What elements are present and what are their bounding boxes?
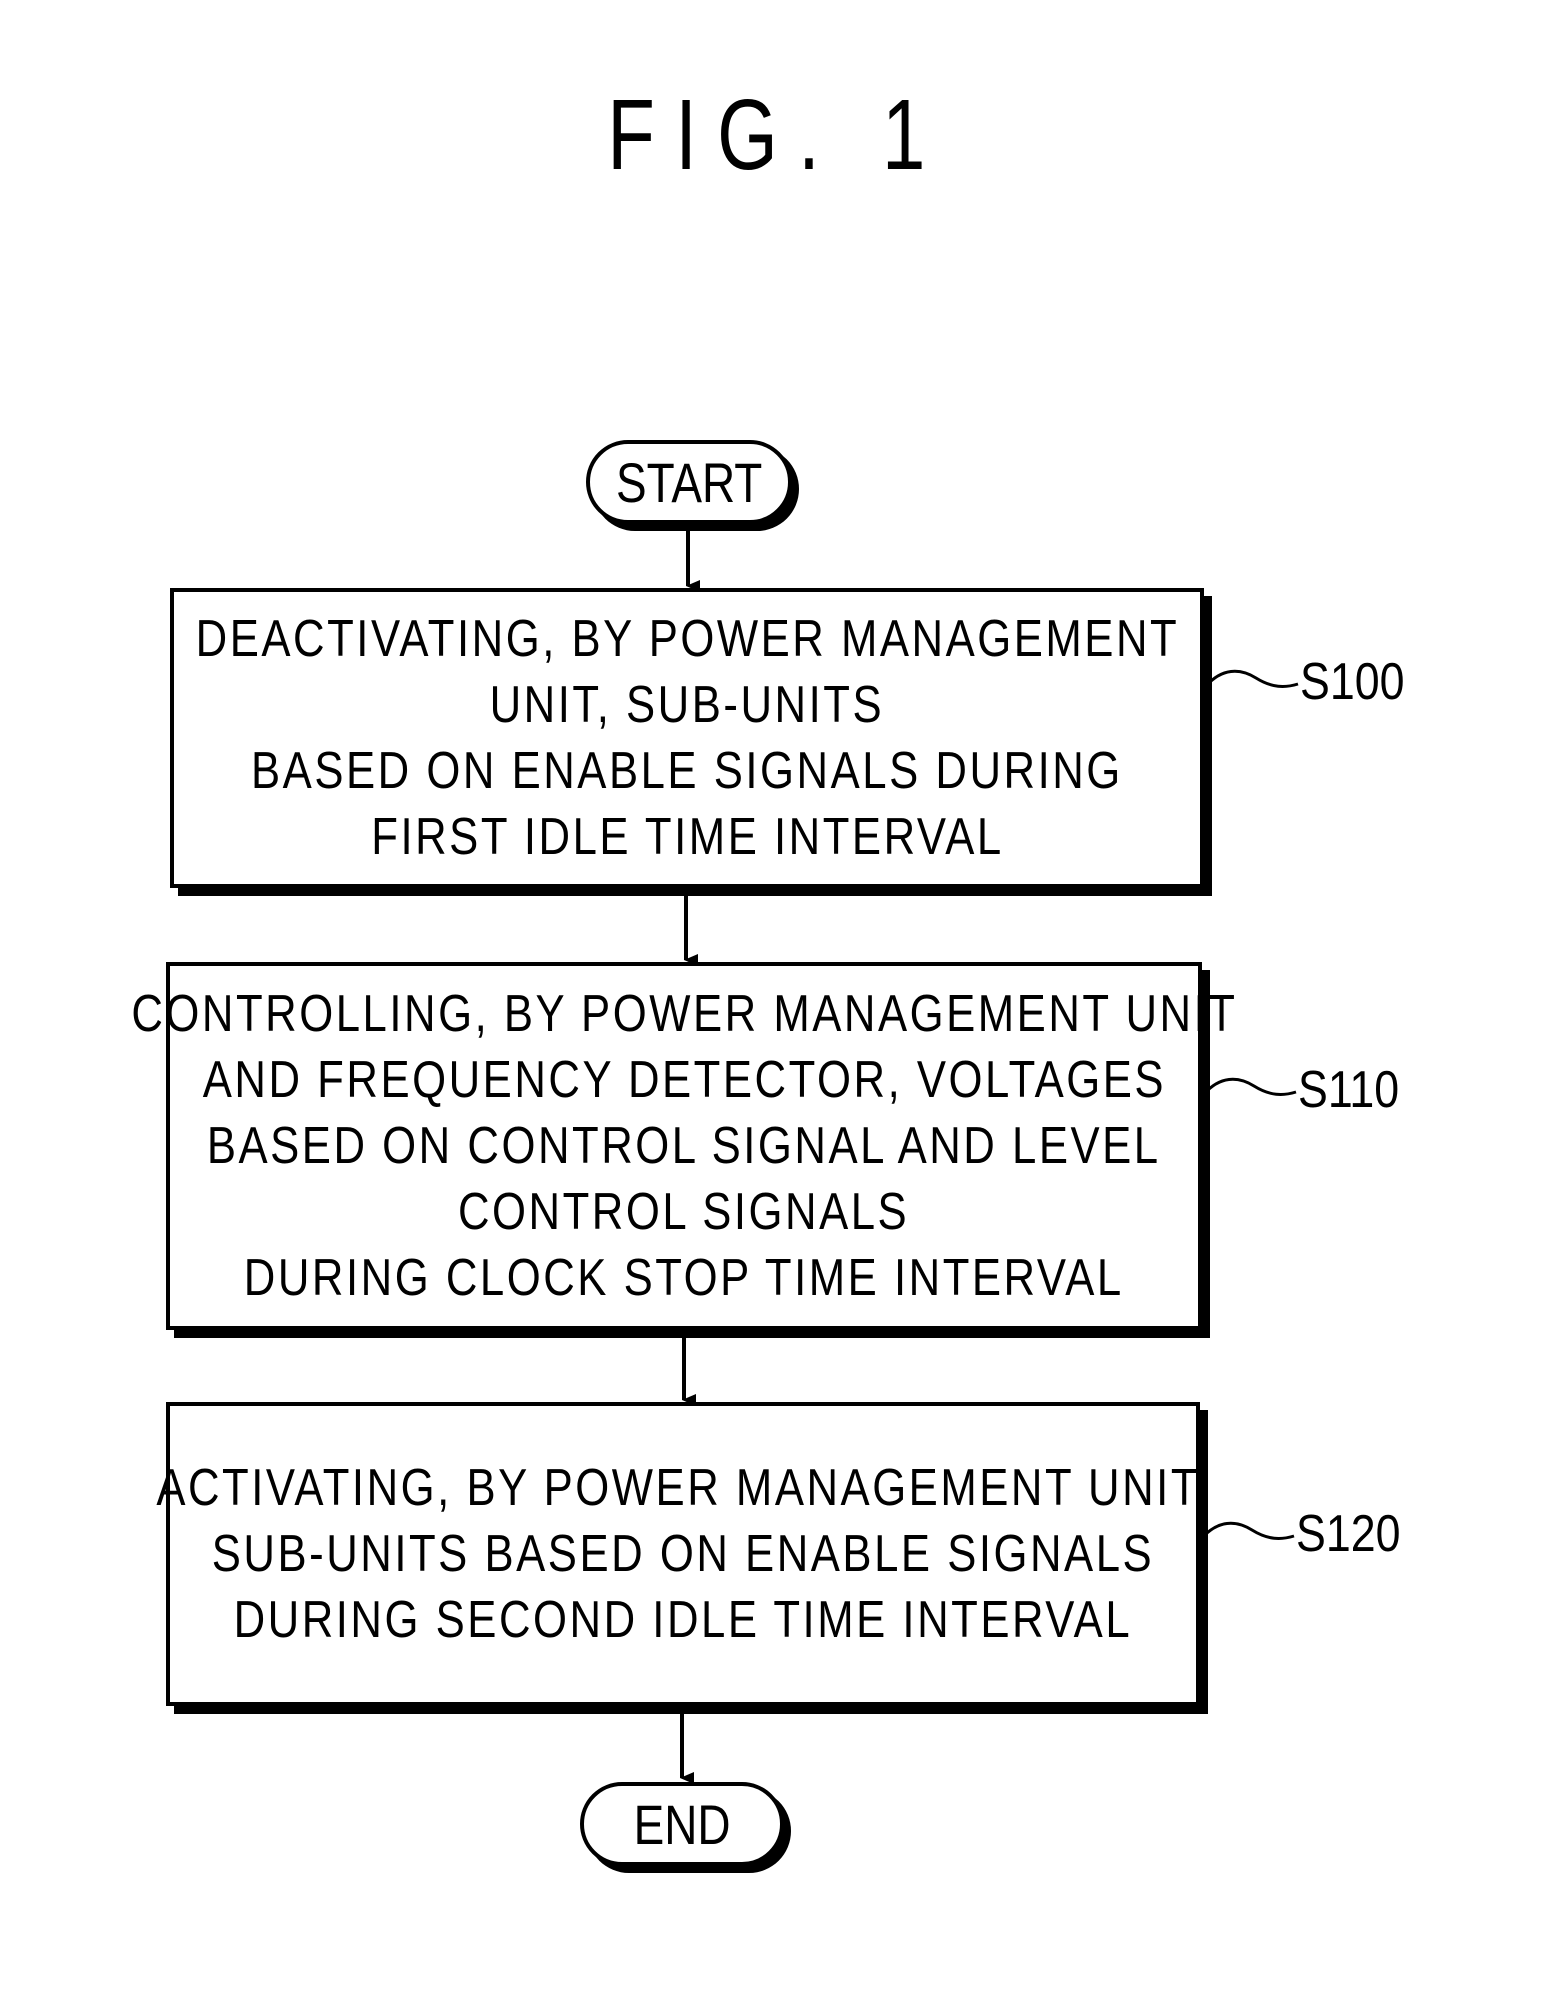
step-s120-line: DURING SECOND IDLE TIME INTERVAL: [234, 1587, 1133, 1653]
start-terminal: START: [586, 440, 792, 524]
leader-s120: [1202, 1523, 1294, 1538]
step-ref-s110: S110: [1298, 1060, 1399, 1120]
step-s110-line: AND FREQUENCY DETECTOR, VOLTAGES: [202, 1047, 1165, 1113]
leader-s110: [1204, 1079, 1296, 1094]
start-label: START: [616, 450, 762, 515]
leader-s100: [1206, 671, 1298, 686]
step-ref-s120: S120: [1296, 1504, 1400, 1564]
step-s100-line: BASED ON ENABLE SIGNALS DURING: [251, 738, 1123, 804]
step-s100-line: DEACTIVATING, BY POWER MANAGEMENT: [195, 606, 1179, 672]
step-box-s100: DEACTIVATING, BY POWER MANAGEMENT UNIT, …: [170, 588, 1204, 888]
step-s110-line: CONTROLLING, BY POWER MANAGEMENT UNIT: [131, 981, 1237, 1047]
end-label: END: [634, 1792, 731, 1857]
step-s120-line: SUB-UNITS BASED ON ENABLE SIGNALS: [212, 1521, 1154, 1587]
step-s110-line: CONTROL SIGNALS: [458, 1179, 909, 1245]
step-s110-line: DURING CLOCK STOP TIME INTERVAL: [244, 1245, 1124, 1311]
end-terminal: END: [580, 1782, 784, 1866]
step-s120-line: ACTIVATING, BY POWER MANAGEMENT UNIT,: [156, 1455, 1210, 1521]
step-s110-line: BASED ON CONTROL SIGNAL AND LEVEL: [207, 1113, 1161, 1179]
figure-title: FIG. 1: [171, 78, 1382, 193]
step-box-s110: CONTROLLING, BY POWER MANAGEMENT UNIT AN…: [166, 962, 1202, 1330]
step-s100-line: FIRST IDLE TIME INTERVAL: [371, 804, 1004, 870]
step-ref-s100: S100: [1300, 652, 1404, 712]
step-box-s120: ACTIVATING, BY POWER MANAGEMENT UNIT, SU…: [166, 1402, 1200, 1706]
step-s100-line: UNIT, SUB-UNITS: [490, 672, 885, 738]
